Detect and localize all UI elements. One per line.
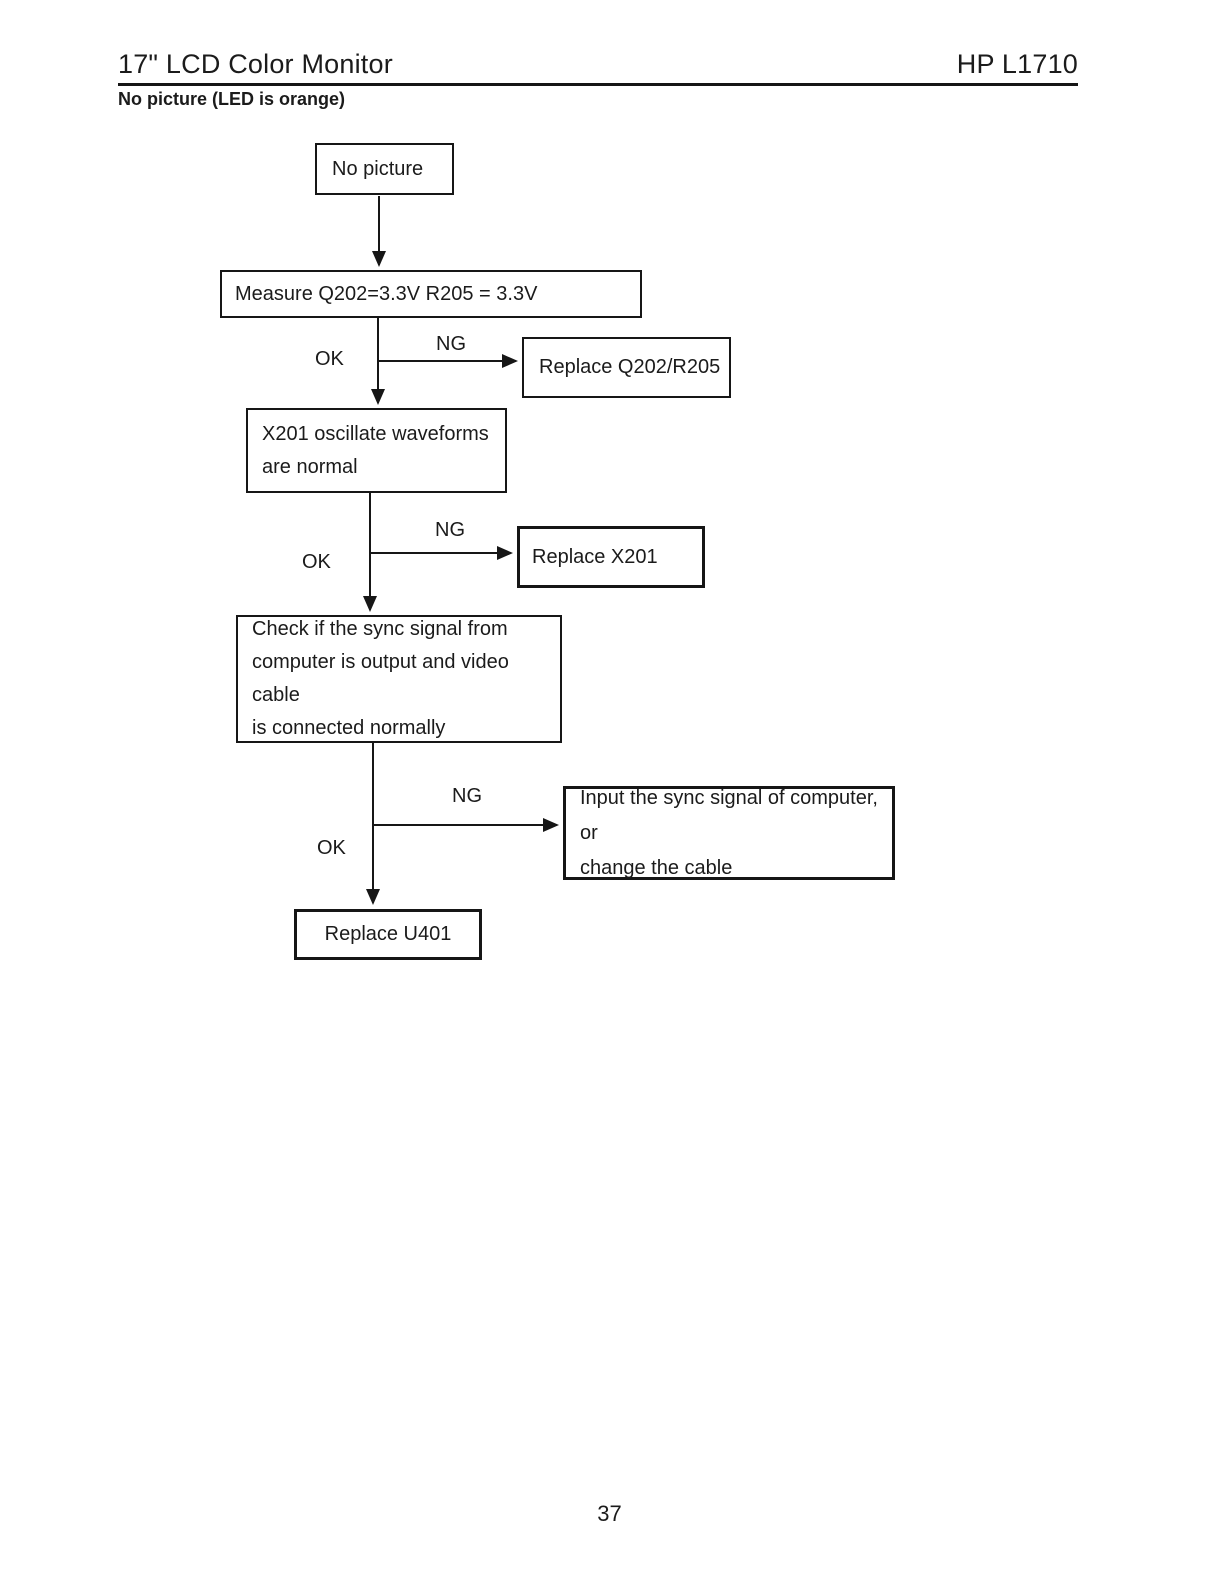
flow-node-text: Input the sync signal of computer, or bbox=[580, 786, 878, 844]
flow-node-text: No picture bbox=[332, 157, 424, 180]
flow-node-replace-x201: Replace X201 bbox=[517, 526, 705, 588]
flow-node-measure-q202: Measure Q202=3.3V R205 = 3.3V bbox=[220, 270, 642, 318]
flow-node-replace-q202: Replace Q202/R205 bbox=[522, 337, 731, 398]
document-title: 17" LCD Color Monitor bbox=[118, 49, 393, 79]
model-number: HP L1710 bbox=[956, 49, 1078, 79]
flow-node-text: Measure Q202=3.3V R205 = 3.3V bbox=[235, 282, 538, 305]
flow-node-text: Replace Q202/R205 bbox=[539, 356, 721, 378]
flow-node-input-sync-signal: Input the sync signal of computer, or ch… bbox=[563, 786, 895, 880]
flow-node-text: are normal bbox=[262, 455, 358, 478]
branch-label-ng: NG bbox=[435, 519, 465, 541]
flow-node-check-sync-signal: Check if the sync signal from computer i… bbox=[236, 615, 562, 743]
page-header: 17" LCD Color Monitor HP L1710 bbox=[118, 49, 1078, 86]
branch-label-ok: OK bbox=[315, 348, 344, 370]
page-number: 37 bbox=[597, 1501, 622, 1526]
flow-node-text: change the cable bbox=[580, 856, 733, 879]
flow-node-text: Replace X201 bbox=[532, 545, 658, 568]
flow-node-text: is connected normally bbox=[252, 717, 446, 739]
flow-node-text: X201 oscillate waveforms bbox=[262, 422, 489, 445]
flow-node-x201-waveforms: X201 oscillate waveforms are normal bbox=[246, 408, 507, 493]
branch-label-ok: OK bbox=[302, 551, 331, 573]
branch-label-ng: NG bbox=[452, 785, 482, 807]
flow-node-replace-u401: Replace U401 bbox=[294, 909, 482, 960]
flow-node-text: Check if the sync signal from bbox=[252, 618, 508, 640]
flow-node-text: computer is output and video cable bbox=[252, 651, 509, 706]
flow-node-text: Replace U401 bbox=[324, 923, 452, 945]
section-title: No picture (LED is orange) bbox=[118, 89, 346, 109]
branch-label-ok: OK bbox=[317, 837, 346, 859]
flow-node-no-picture: No picture bbox=[315, 143, 454, 195]
branch-label-ng: NG bbox=[436, 333, 466, 355]
